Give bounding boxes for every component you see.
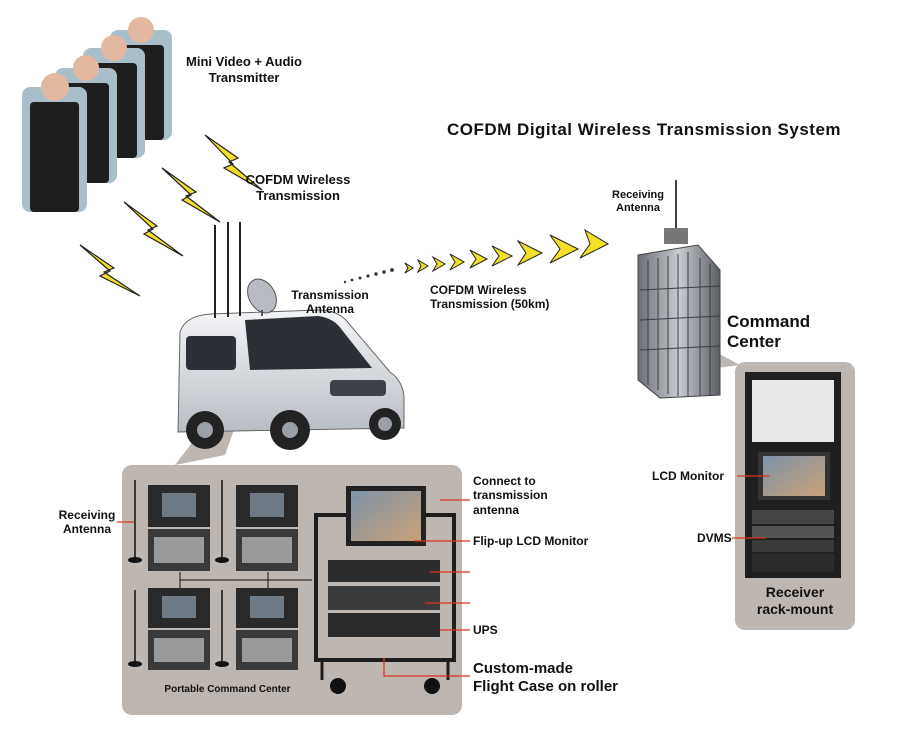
portable-command-center-label: Portable Command Center — [164, 684, 291, 695]
transmission-antenna-label: Transmission Antenna — [291, 288, 369, 317]
mini-transmitter-label: Mini Video + Audio Transmitter — [186, 54, 302, 85]
command-center-label: Command Center — [727, 312, 811, 352]
lcd-monitor-label: LCD Monitor — [652, 469, 724, 483]
flight-case-label: Custom-made Flight Case on roller — [473, 660, 619, 695]
lightning-bolts — [79, 134, 263, 297]
receiving-antenna-top-label: Receiving Antenna — [612, 189, 664, 215]
cofdm-50km-label: COFDM Wireless Transmission (50km) — [430, 283, 550, 312]
receiver-rack-illustration — [745, 372, 841, 578]
leader-lines — [117, 475, 770, 677]
ups-label: UPS — [473, 623, 498, 637]
flight-case-illustration — [314, 486, 456, 694]
building-illustration — [637, 180, 721, 399]
receiver-rack-label: Receiver rack-mount — [756, 584, 834, 617]
van-illustration — [177, 222, 405, 450]
dvms-label: DVMS — [697, 531, 732, 545]
portable-cases — [128, 480, 312, 670]
receiving-antenna-left-label: Receiving Antenna — [58, 508, 116, 537]
cofdm-wireless-label: COFDM Wireless Transmission — [245, 172, 351, 203]
system-title: COFDM Digital Wireless Transmission Syst… — [447, 120, 842, 139]
wireless-chevrons — [404, 228, 610, 274]
wireless-dots — [343, 268, 394, 284]
flip-up-lcd-label: Flip-up LCD Monitor — [473, 534, 589, 548]
transmitter-carriers — [22, 17, 172, 212]
connect-to-antenna-label: Connect to transmission antenna — [473, 474, 548, 517]
